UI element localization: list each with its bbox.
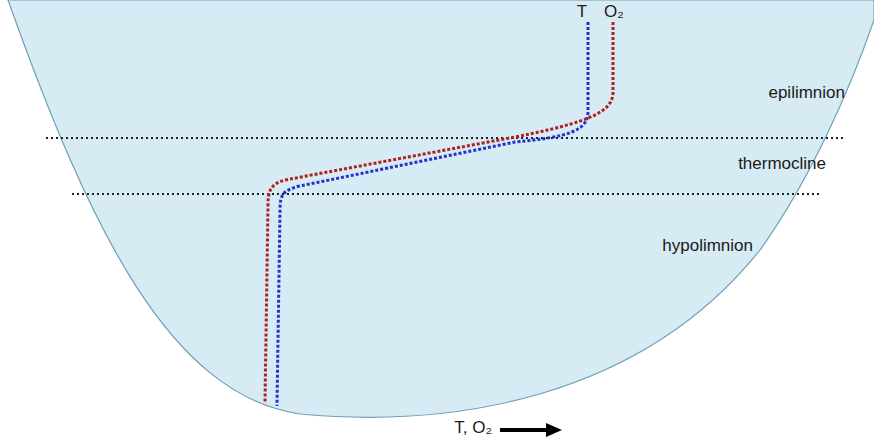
layer-label: epilimnion [768,83,845,103]
layer-boundary [46,137,846,139]
axis-arrowhead [546,423,562,437]
axis-label: T, O₂ [454,418,492,438]
profile-label: T [577,2,587,22]
layer-label: thermocline [738,154,826,174]
layer-label: hypolimnion [662,236,753,256]
lake-basin [8,0,874,417]
profile-label: O₂ [604,2,624,22]
oxygen-profile [265,22,613,402]
temperature-profile [277,22,588,406]
axis-arrow [500,428,548,432]
layer-boundary [72,193,822,195]
